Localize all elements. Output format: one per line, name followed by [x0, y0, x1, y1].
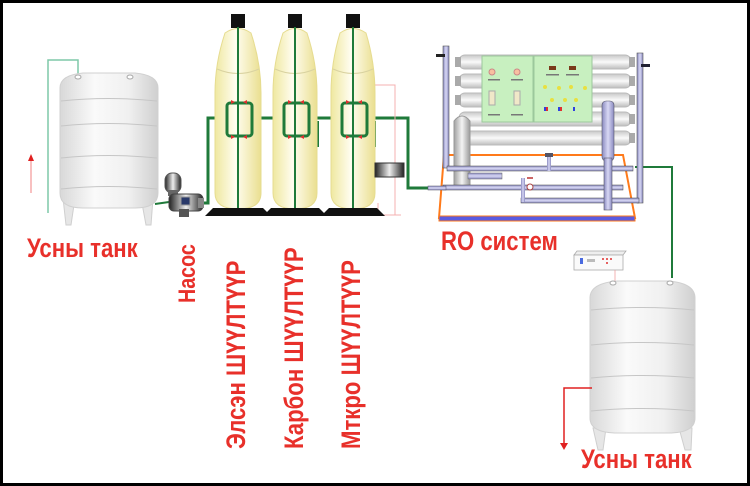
panel-gauges	[488, 66, 587, 116]
product-water-tank	[560, 280, 696, 451]
arrow-head-icon	[28, 154, 34, 161]
ro-panel-right	[533, 55, 593, 123]
label-product-tank: Усны танк	[581, 444, 692, 474]
diagram-svg	[28, 14, 696, 451]
outlet-pipe	[563, 387, 592, 443]
label-sand-filter: Элсэн ШҮҮЛТҮҮР	[221, 260, 251, 449]
tank-inlet-pipe	[47, 59, 79, 213]
pump	[164, 172, 204, 217]
ro-panel-left	[481, 55, 534, 123]
carbon-filter	[263, 14, 327, 216]
controller-box	[573, 250, 627, 283]
raw-water-tank	[28, 59, 159, 226]
sand-filter	[205, 14, 271, 216]
label-micro-filter: Мткро ШҮҮЛТҮҮР	[336, 260, 366, 449]
label-carbon-filter: Карбон ШҮҮЛТҮҮР	[279, 247, 309, 449]
label-pump: Насос	[174, 244, 201, 303]
arrow-down-icon	[560, 443, 568, 450]
label-ro-system: RO систем	[441, 226, 558, 256]
dosing-unit	[374, 162, 405, 178]
diagram-canvas: Усны танк Насос Элсэн ШҮҮЛТҮҮР Карбон ШҮ…	[3, 3, 747, 483]
pipe-tank-to-pump	[154, 201, 170, 205]
ro-system	[427, 45, 650, 222]
label-raw-tank: Усны танк	[27, 233, 138, 263]
micro-filter	[321, 14, 385, 216]
